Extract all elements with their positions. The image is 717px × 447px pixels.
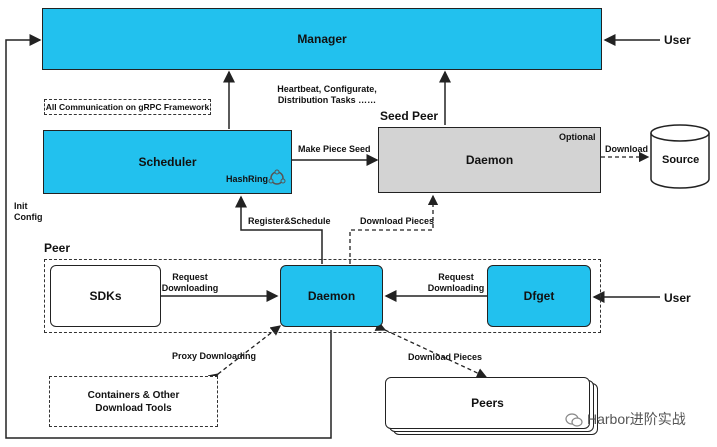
proxy-downloading-label: Proxy Downloading [172,351,257,361]
manager-label: Manager [297,32,347,46]
make-piece-seed-label: Make Piece Seed [298,144,371,154]
init-config-label: Init Config [14,201,43,223]
request-left-line-2: Downloading [161,283,219,293]
download-pieces-seed-arrow [349,194,439,264]
heartbeat-line-1: Heartbeat, Configurate, [277,84,377,94]
download-pieces-peers-arrow [374,321,488,378]
user-top-label: User [664,33,691,47]
peer-daemon-box: Daemon [280,265,383,327]
download-pieces-peers-label: Download Pieces [408,352,483,362]
request-downloading-left: Request Downloading [160,272,220,294]
optional-label: Optional [559,132,596,142]
watermark-text: Harbor进阶实战 [587,411,686,427]
peers-box: Peers [385,377,590,429]
grpc-note-text: All Communication on gRPC Framework [45,102,210,112]
dfget-box: Dfget [487,265,591,327]
register-schedule-label: Register&Schedule [248,216,331,226]
containers-line-1: Containers & Other [87,389,180,401]
dfget-label: Dfget [523,289,555,303]
download-pieces-seed-label: Download Pieces [360,216,435,226]
request-downloading-right: Request Downloading [426,272,486,294]
seed-peer-title: Seed Peer [380,109,439,123]
hashring-label: HashRing [226,174,269,184]
request-right-line-1: Request [438,272,474,282]
peer-group [44,259,601,333]
user-bottom-label: User [664,291,691,305]
source-cylinder [650,124,710,189]
seed-daemon-box: Daemon [378,127,601,193]
config-line: Config [14,212,43,222]
source-label: Source [662,154,700,166]
download-label: Download [605,144,648,154]
hashring-icon [268,169,286,185]
request-left-line-1: Request [172,272,208,282]
grpc-note: All Communication on gRPC Framework [44,99,211,115]
peers-label: Peers [471,396,504,410]
sdks-label: SDKs [89,289,122,303]
seed-daemon-label: Daemon [465,153,514,167]
containers-line-2: Download Tools [95,402,172,414]
peer-title: Peer [44,241,71,255]
init-config-loop [5,34,332,439]
request-right-line-2: Downloading [427,283,485,293]
peer-daemon-label: Daemon [307,289,356,303]
scheduler-label: Scheduler [138,155,197,169]
manager-box: Manager [42,8,602,70]
heartbeat-label: Heartbeat, Configurate, Distribution Tas… [277,84,377,106]
watermark: Harbor进阶实战 [565,409,686,429]
containers-box: Containers & Other Download Tools [49,376,218,427]
scheduler-box: Scheduler [43,130,292,194]
chat-bubble-icon [565,413,583,427]
init-line: Init [14,201,28,211]
heartbeat-line-2: Distribution Tasks …… [277,95,377,105]
sdks-box: SDKs [50,265,161,327]
register-schedule-arrow [235,195,323,264]
proxy-downloading-arrow [207,325,282,384]
